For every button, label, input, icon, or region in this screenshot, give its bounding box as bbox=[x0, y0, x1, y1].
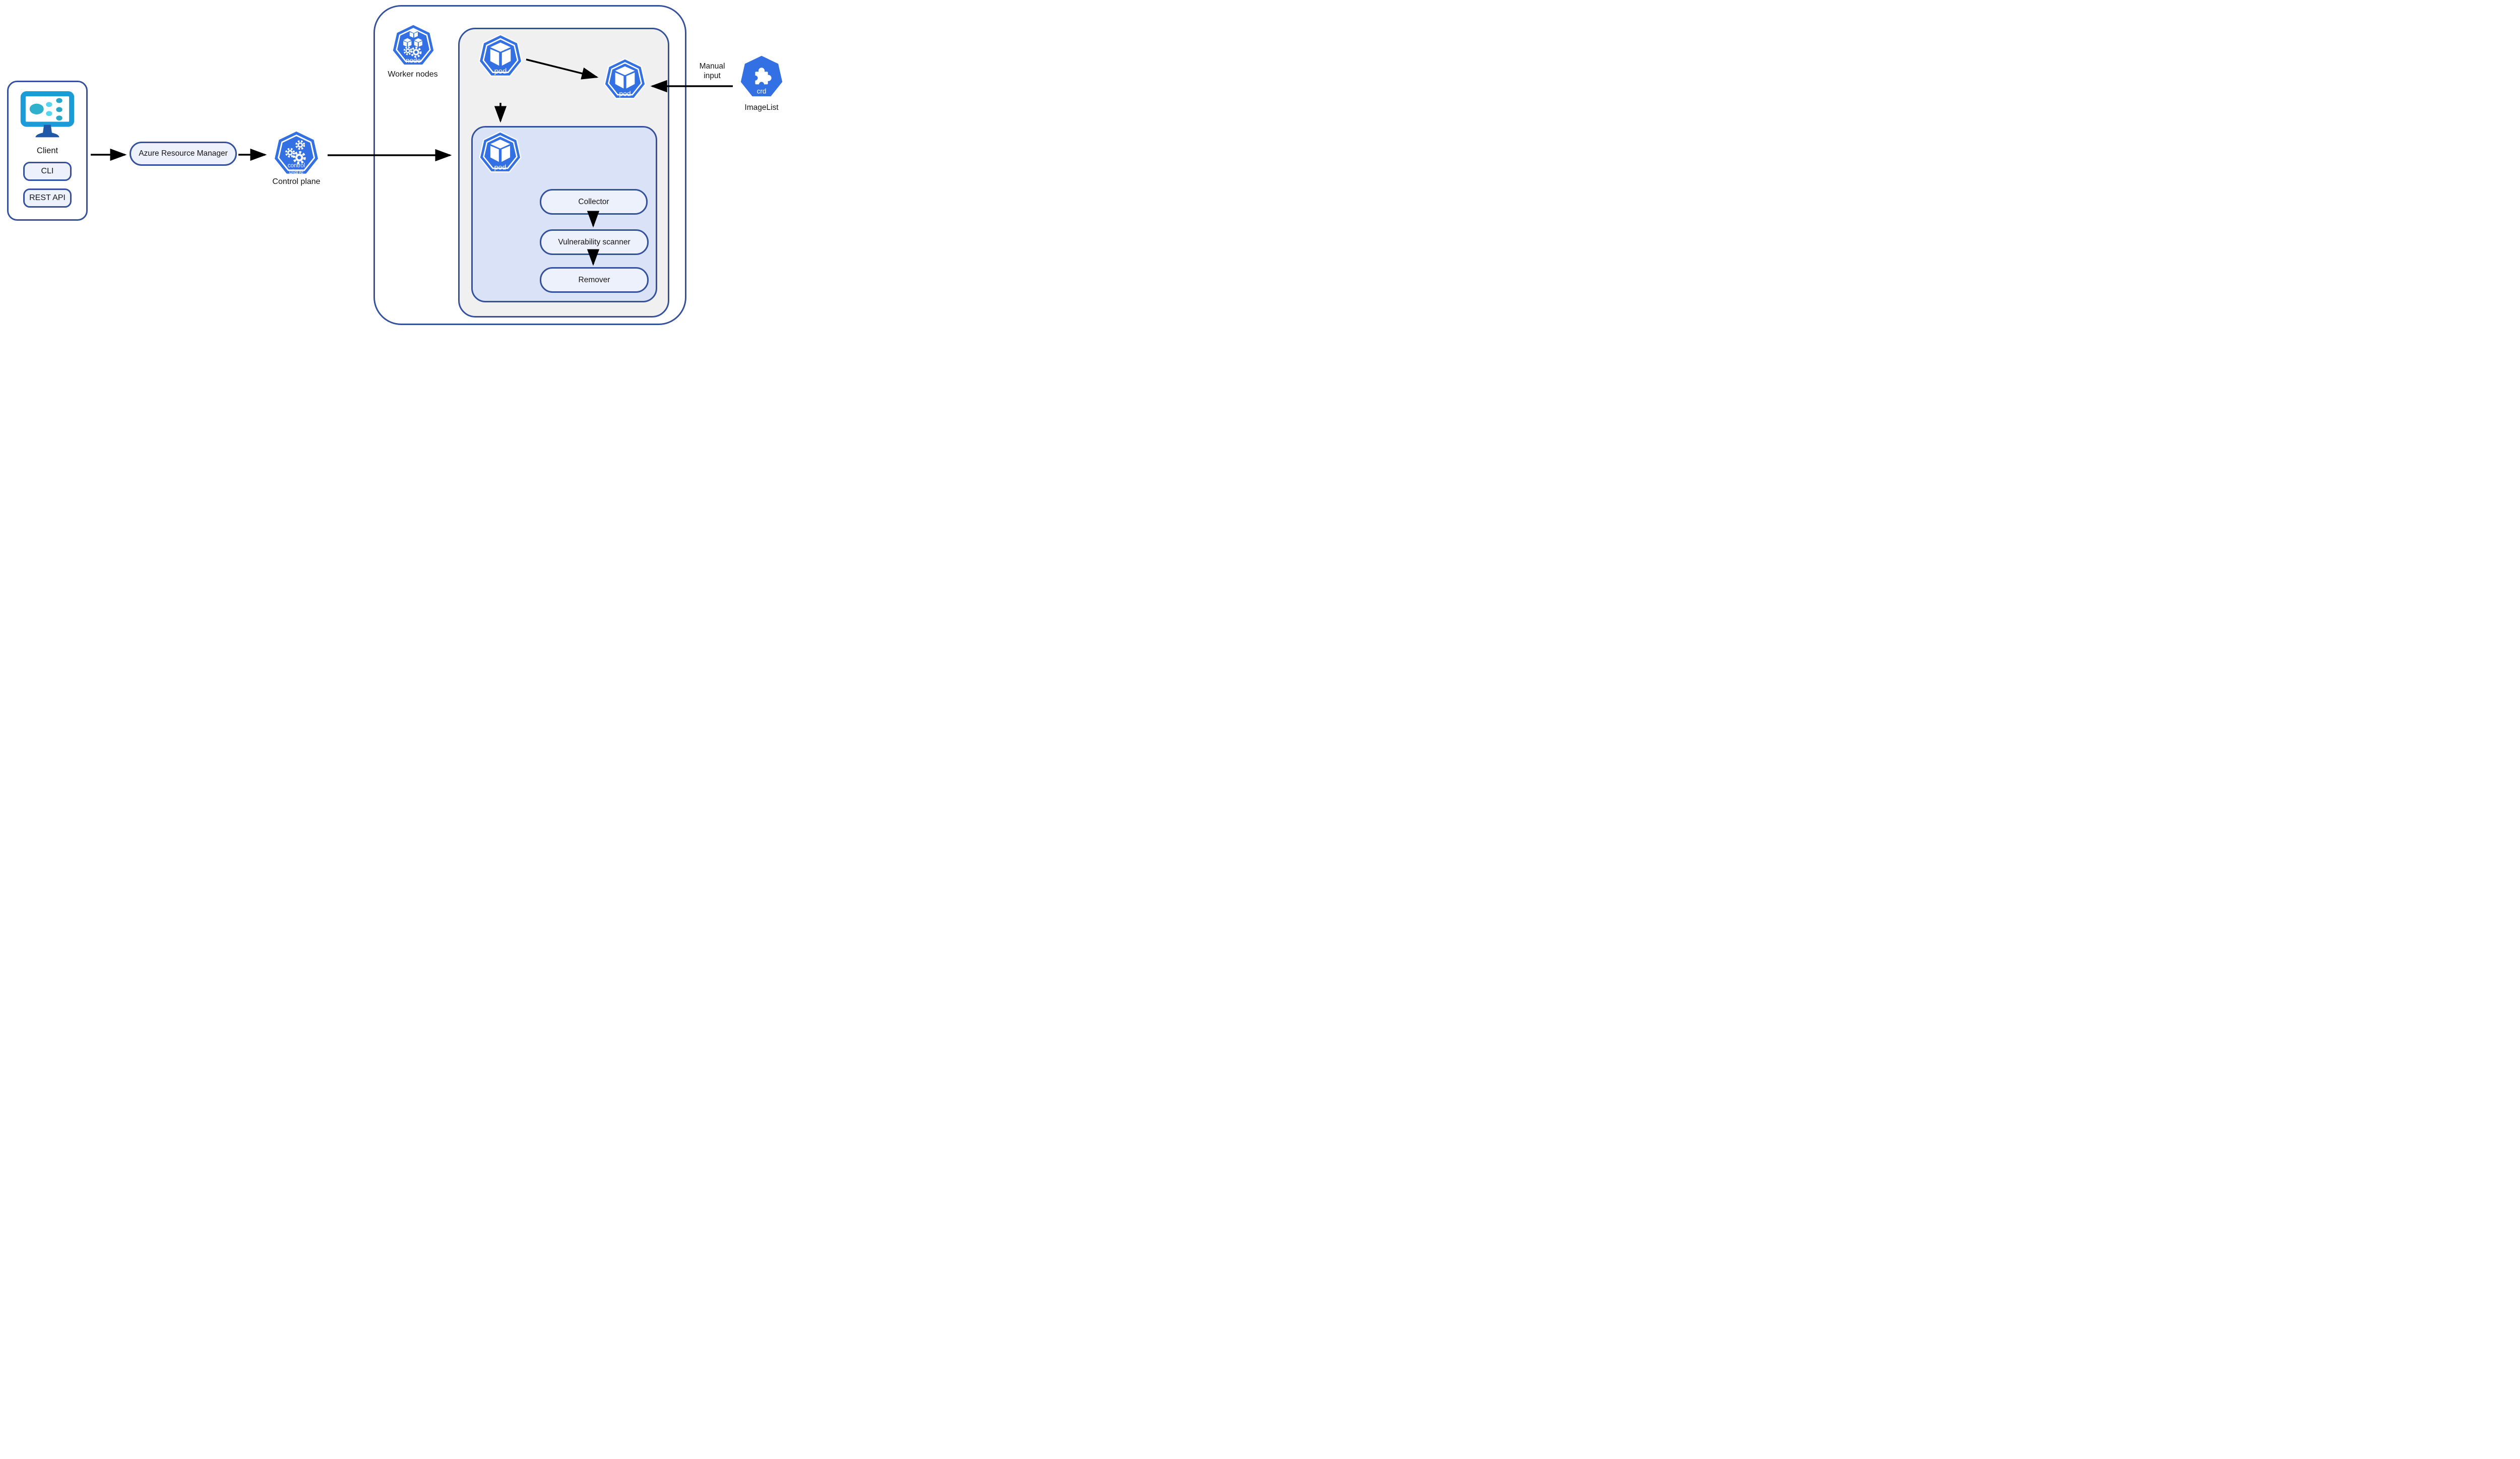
collector-step: Collector bbox=[540, 189, 648, 215]
puzzle-glyph bbox=[752, 68, 772, 87]
client-label: Client bbox=[36, 146, 58, 155]
cli-button: CLI bbox=[23, 162, 72, 181]
control-plane-icon: control plane bbox=[272, 129, 321, 179]
crd-icon-text: crd bbox=[757, 87, 767, 95]
diagram-canvas: Client CLI REST API Azure Resource Manag… bbox=[0, 0, 790, 329]
eraser-pod-icon: pod bbox=[478, 130, 523, 176]
pod-icon-text: pod bbox=[494, 68, 507, 76]
azure-resource-manager-label: Azure Resource Manager bbox=[139, 149, 228, 158]
remover-pod-icon: pod bbox=[603, 56, 647, 103]
manual-input-label: Manual input bbox=[699, 62, 725, 81]
control-plane-icon-text-2: plane bbox=[289, 169, 303, 175]
cube-glyph bbox=[490, 42, 511, 66]
rest-api-button: REST API bbox=[23, 188, 72, 208]
imagelist-label: ImageList bbox=[744, 103, 779, 112]
pod-icon-text: pod bbox=[494, 163, 507, 171]
vulnerability-scanner-step: Vulnerability scanner bbox=[540, 229, 649, 255]
imagelist-crd-icon: crd bbox=[739, 53, 784, 101]
remover-step: Remover bbox=[540, 267, 649, 293]
vulnerability-scanner-step-label: Vulnerability scanner bbox=[558, 237, 631, 246]
azure-resource-manager-box: Azure Resource Manager bbox=[130, 142, 237, 166]
cube-glyph bbox=[490, 139, 511, 162]
collector-step-label: Collector bbox=[578, 197, 609, 206]
node-icon-text: node bbox=[406, 56, 421, 64]
client-monitor-icon bbox=[19, 87, 76, 147]
control-plane-label: Control plane bbox=[272, 177, 321, 186]
control-plane-icon-text-1: control bbox=[288, 163, 305, 169]
pod-icon-text: pod bbox=[619, 90, 631, 98]
cli-button-label: CLI bbox=[41, 167, 54, 175]
cube-glyph bbox=[615, 66, 635, 89]
remover-step-label: Remover bbox=[578, 275, 610, 284]
worker-nodes-label: Worker nodes bbox=[388, 70, 438, 79]
worker-nodes-icon: node bbox=[391, 22, 436, 70]
eraser-controller-manager-pod-icon: pod bbox=[477, 32, 524, 81]
rest-api-button-label: REST API bbox=[29, 194, 66, 202]
